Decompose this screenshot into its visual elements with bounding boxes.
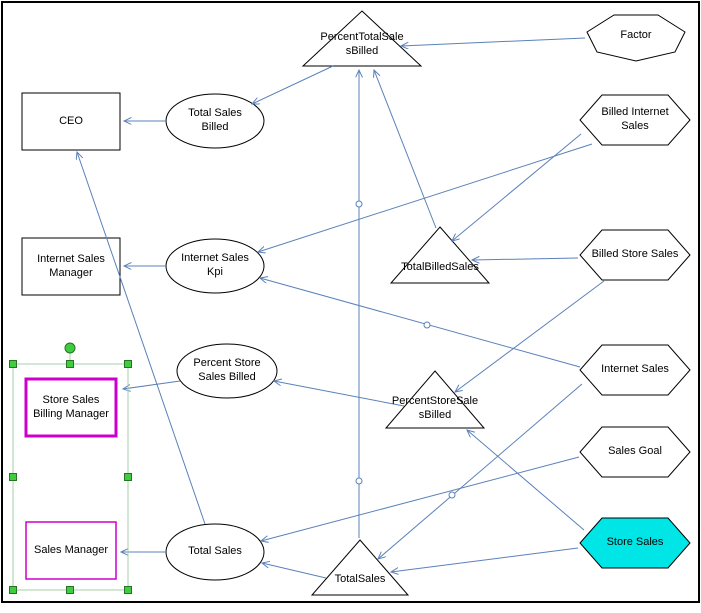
node-internet-sales-kpi[interactable] [165, 238, 265, 294]
node-store-sales[interactable] [579, 517, 691, 569]
rotation-handle[interactable] [64, 342, 76, 354]
edge-percent-total-calc-to-total-sales-billed[interactable] [252, 65, 334, 104]
selection-handle-bottom-center[interactable] [66, 586, 74, 594]
edge-sales-goal-to-total-sales-kpi[interactable] [261, 456, 580, 541]
node-percent-store-sales-billed-calc[interactable] [384, 370, 486, 429]
edge-factor-to-percent-total-calc[interactable] [401, 37, 586, 46]
node-factor[interactable] [586, 14, 686, 62]
node-percent-store-sales-billed-kpi[interactable] [176, 343, 278, 399]
node-internet-sales-manager[interactable] [21, 237, 121, 296]
selection-handle-middle-left[interactable] [9, 473, 17, 481]
node-store-sales-billing-manager[interactable] [24, 377, 118, 438]
connector-dot [355, 200, 363, 208]
connector-dot [423, 321, 431, 329]
edge-store-sales-to-percent-store-calc[interactable] [467, 430, 585, 531]
node-sales-manager[interactable] [25, 521, 117, 580]
selection-handle-top-center[interactable] [66, 360, 74, 368]
edge-billed-store-to-total-billed-calc[interactable] [472, 258, 579, 260]
connector-dot [355, 477, 363, 485]
node-percent-total-sales-billed-calc[interactable] [301, 10, 423, 67]
node-total-sales-kpi[interactable] [165, 523, 265, 581]
selection-handle-middle-right[interactable] [124, 473, 132, 481]
node-total-sales-billed[interactable] [165, 93, 265, 149]
node-billed-store-sales[interactable] [579, 229, 691, 281]
selection-handle-top-left[interactable] [9, 360, 17, 368]
edge-total-sales-kpi-to-ceo[interactable] [77, 152, 206, 525]
edge-billed-internet-to-total-billed-calc[interactable] [452, 133, 582, 241]
edge-total-billed-calc-to-percent-total-calc[interactable] [374, 70, 437, 229]
diagram-frame-border [1, 1, 700, 603]
selection-handle-top-right[interactable] [124, 360, 132, 368]
connector-dot [448, 491, 456, 499]
node-ceo[interactable] [21, 92, 121, 151]
node-total-billed-sales-calc[interactable] [389, 226, 491, 284]
selection-handle-bottom-left[interactable] [9, 586, 17, 594]
edge-internet-sales-to-total-sales-calc[interactable] [378, 383, 583, 559]
selection-handle-bottom-right[interactable] [124, 586, 132, 594]
node-billed-internet-sales[interactable] [579, 94, 691, 146]
edge-percent-store-kpi-to-store-billing-manager[interactable] [123, 380, 181, 389]
node-internet-sales[interactable] [579, 344, 691, 396]
edge-total-sales-calc-to-total-sales-kpi[interactable] [262, 563, 327, 579]
edge-billed-store-to-percent-store-calc[interactable] [455, 280, 605, 392]
edge-percent-store-calc-to-percent-store-kpi[interactable] [274, 381, 405, 407]
node-sales-goal[interactable] [579, 426, 691, 478]
edge-billed-internet-to-internet-kpi[interactable] [258, 143, 593, 252]
edge-store-sales-to-total-sales-calc[interactable] [391, 547, 579, 572]
node-total-sales-calc[interactable] [310, 539, 410, 596]
edge-internet-sales-to-internet-kpi[interactable] [260, 278, 581, 368]
